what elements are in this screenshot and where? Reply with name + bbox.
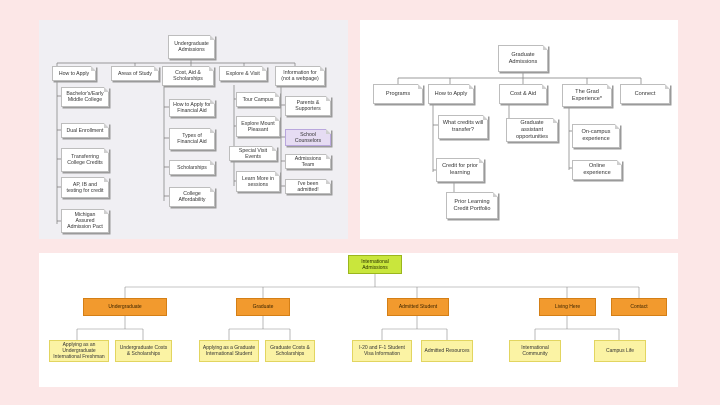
intl-living-here-node[interactable]: Living Here (539, 298, 596, 316)
undergraduate-root-node[interactable]: Undergraduate Admissions (168, 35, 215, 59)
ug-types-financial-aid-node[interactable]: Types of Financial Aid (169, 128, 215, 150)
ug-areas-of-study-node[interactable]: Areas of Study (111, 66, 159, 81)
intl-visa-information-node[interactable]: I-20 and F-1 Student Visa Information (352, 340, 412, 362)
intl-admitted-resources-node[interactable]: Admitted Resources (421, 340, 473, 362)
ug-scholarships-node[interactable]: Scholarships (169, 160, 215, 175)
ug-explore-mount-pleasant-node[interactable]: Explore Mount Pleasant (236, 116, 280, 137)
international-root-node[interactable]: International Admissions (348, 255, 402, 274)
ug-apply-financial-aid-node[interactable]: How to Apply for Financial Aid (169, 99, 215, 117)
intl-contact-node[interactable]: Contact (611, 298, 667, 316)
ug-cost-aid-node[interactable]: Cost, Aid & Scholarships (162, 66, 214, 86)
grad-on-campus-experience-node[interactable]: On-campus experience (572, 124, 620, 148)
ug-early-middle-college-node[interactable]: Bachelor's/Early Middle College (61, 87, 109, 107)
intl-community-node[interactable]: International Community (509, 340, 561, 362)
grad-what-credits-transfer-node[interactable]: What credits will transfer? (438, 115, 488, 139)
undergraduate-sitemap-panel: Undergraduate Admissions How to Apply Ar… (39, 20, 348, 239)
ug-college-affordability-node[interactable]: College Affordability (169, 187, 215, 207)
grad-assistant-opportunities-node[interactable]: Graduate assistant opportunities (506, 118, 558, 142)
ug-transferring-credits-node[interactable]: Transferring College Credits (61, 148, 109, 172)
grad-cost-aid-node[interactable]: Cost & Aid (499, 84, 547, 104)
ug-parents-supporters-node[interactable]: Parents & Supporters (285, 96, 331, 116)
international-connectors (76, 274, 640, 340)
ug-tour-campus-node[interactable]: Tour Campus (236, 92, 280, 107)
ug-michigan-assured-node[interactable]: Michigan Assured Admission Pact (61, 209, 109, 233)
international-sitemap-panel: International Admissions Undergraduate G… (39, 253, 678, 387)
ug-school-counselors-node[interactable]: School Counselors (285, 129, 331, 146)
graduate-root-node[interactable]: Graduate Admissions (498, 45, 548, 72)
grad-credit-prior-learning-node[interactable]: Credit for prior learning (436, 158, 484, 182)
ug-how-to-apply-node[interactable]: How to Apply (52, 66, 96, 81)
grad-experience-node[interactable]: The Grad Experience* (562, 84, 612, 107)
grad-prior-learning-portfolio-node[interactable]: Prior Learning Credit Portfolio (446, 192, 498, 219)
ug-admissions-team-node[interactable]: Admissions Team (285, 154, 331, 169)
intl-admitted-student-node[interactable]: Admitted Student (387, 298, 449, 316)
graduate-sitemap-panel: Graduate Admissions Programs How to Appl… (360, 20, 678, 239)
ug-special-visit-events-node[interactable]: Special Visit Events (229, 146, 277, 161)
grad-how-to-apply-node[interactable]: How to Apply (428, 84, 474, 104)
ug-information-for-node[interactable]: Information for (not a webpage) (275, 66, 325, 86)
intl-campus-life-node[interactable]: Campus Life (594, 340, 646, 362)
intl-graduate-node[interactable]: Graduate (236, 298, 290, 316)
ug-ap-ib-testing-node[interactable]: AP, IB and testing for credit (61, 177, 109, 198)
intl-undergraduate-node[interactable]: Undergraduate (83, 298, 167, 316)
undergraduate-connectors (56, 58, 296, 224)
grad-programs-node[interactable]: Programs (373, 84, 423, 104)
intl-grad-student-node[interactable]: Applying as a Graduate International Stu… (199, 340, 259, 362)
ug-been-admitted-node[interactable]: I've been admitted! (285, 179, 331, 194)
grad-online-experience-node[interactable]: Online experience (572, 160, 622, 180)
ug-explore-visit-node[interactable]: Explore & Visit (219, 66, 267, 81)
intl-grad-costs-node[interactable]: Graduate Costs & Scholarships (265, 340, 315, 362)
ug-learn-more-sessions-node[interactable]: Learn More in sessions (236, 171, 280, 192)
ug-dual-enrollment-node[interactable]: Dual Enrollment (61, 123, 109, 138)
intl-ug-costs-node[interactable]: Undergraduate Costs & Scholarships (115, 340, 172, 362)
intl-ug-freshman-node[interactable]: Applying as an Undergraduate Internation… (49, 340, 109, 362)
grad-connect-node[interactable]: Connect (620, 84, 670, 104)
